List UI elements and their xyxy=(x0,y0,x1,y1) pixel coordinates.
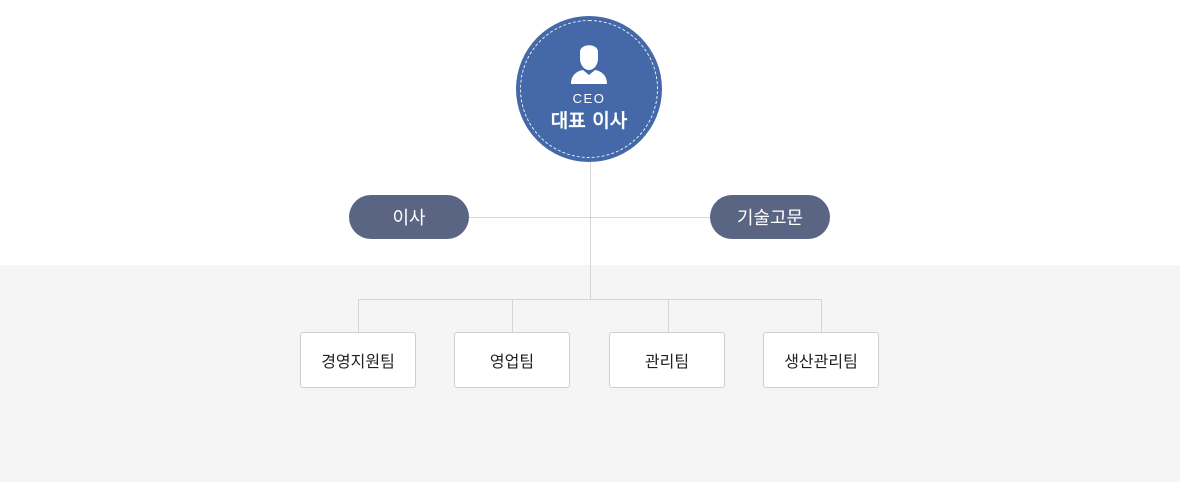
ceo-title: 대표 이사 xyxy=(550,110,628,132)
connector-team-3 xyxy=(668,299,669,332)
team-management-support: 경영지원팀 xyxy=(300,332,416,388)
ceo-subtitle: CEO xyxy=(572,91,606,106)
team-administration: 관리팀 xyxy=(609,332,725,388)
advisor-technical: 기술고문 xyxy=(710,195,830,239)
connector-team-4 xyxy=(821,299,822,332)
connector-horizontal-advisors xyxy=(469,217,710,218)
connector-horizontal-teams xyxy=(358,299,822,300)
ceo-dashed-ring xyxy=(520,20,658,158)
connector-team-1 xyxy=(358,299,359,332)
lower-section-background xyxy=(0,265,1180,482)
connector-vertical-main xyxy=(590,162,591,300)
user-icon xyxy=(571,45,607,84)
ceo-node: CEO 대표 이사 xyxy=(516,16,662,162)
connector-team-2 xyxy=(512,299,513,332)
advisor-director: 이사 xyxy=(349,195,469,239)
team-production-management: 생산관리팀 xyxy=(763,332,879,388)
team-sales: 영업팀 xyxy=(454,332,570,388)
